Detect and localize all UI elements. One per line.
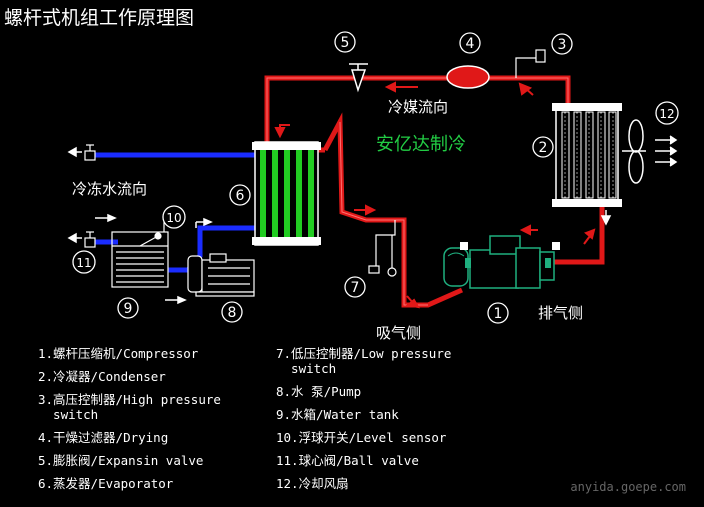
svg-text:8: 8 xyxy=(228,305,237,321)
legend-item: 9.水箱/Water tank xyxy=(276,407,399,422)
low-pressure-switch xyxy=(368,220,397,277)
legend-left: 1.螺杆压缩机/Compressor 2.冷凝器/Condenser 3.高压控… xyxy=(38,346,221,491)
marker-group: 1 2 3 4 5 6 7 8 9 10 11 12 xyxy=(72,31,679,324)
page-title: 螺杆式机组工作原理图 xyxy=(4,7,195,29)
water-tank xyxy=(111,231,169,288)
pipe-discharge xyxy=(552,205,605,265)
marker-2: 2 xyxy=(532,136,554,158)
marker-1: 1 xyxy=(487,302,509,324)
marker-5: 5 xyxy=(334,31,356,53)
condenser xyxy=(552,103,622,207)
svg-text:4: 4 xyxy=(466,36,475,52)
ball-valve xyxy=(84,231,96,248)
svg-text:10: 10 xyxy=(166,211,181,225)
marker-11: 11 xyxy=(72,250,96,274)
marker-12: 12 xyxy=(655,101,679,125)
evaporator xyxy=(252,141,321,246)
legend-right: 7.低压控制器/Low pressure switch 8.水 泵/Pump 9… xyxy=(276,346,451,491)
marker-3: 3 xyxy=(551,33,573,55)
water-pump xyxy=(187,253,255,297)
high-pressure-switch xyxy=(515,49,546,78)
screw-compressor xyxy=(443,235,560,289)
svg-text:7: 7 xyxy=(351,280,360,296)
legend-item: 6.蒸发器/Evaporator xyxy=(38,476,174,491)
legend-item: 1.螺杆压缩机/Compressor xyxy=(38,346,199,361)
legend-item: 4.干燥过滤器/Drying xyxy=(38,430,169,445)
svg-text:11: 11 xyxy=(76,256,91,270)
legend-item: switch xyxy=(38,407,99,422)
svg-text:12: 12 xyxy=(659,107,674,121)
marker-8: 8 xyxy=(221,301,243,323)
svg-text:5: 5 xyxy=(341,35,350,51)
marker-9: 9 xyxy=(117,297,139,319)
legend-item: 8.水 泵/Pump xyxy=(276,384,362,399)
legend-item: 12.冷却风扇 xyxy=(276,476,349,491)
marker-7: 7 xyxy=(344,276,366,298)
legend-item: 5.膨胀阀/Expansin valve xyxy=(38,453,204,468)
svg-text:6: 6 xyxy=(236,188,245,204)
svg-text:1: 1 xyxy=(494,306,503,322)
svg-text:2: 2 xyxy=(539,140,548,156)
legend-item: 2.冷凝器/Condenser xyxy=(38,369,166,384)
svg-text:3: 3 xyxy=(558,37,567,53)
legend-item: 3.高压控制器/High pressure xyxy=(38,392,221,407)
cooling-fan xyxy=(622,119,678,184)
marker-6: 6 xyxy=(229,184,251,206)
legend-item: 10.浮球开关/Level sensor xyxy=(276,430,447,445)
legend-item: 11.球心阀/Ball valve xyxy=(276,453,419,468)
discharge-side-label: 排气侧 xyxy=(538,304,584,322)
drying-filter xyxy=(446,65,490,89)
legend-item: switch xyxy=(276,361,337,376)
brand-label: 安亿达制冷 xyxy=(376,134,466,155)
chilled-water-flow-label: 冷冻水流向 xyxy=(72,180,148,198)
outlet-valve xyxy=(84,144,96,161)
watermark: anyida.goepe.com xyxy=(570,480,686,494)
svg-text:9: 9 xyxy=(124,301,133,317)
flow-arrows xyxy=(67,81,612,309)
expansion-valve xyxy=(349,63,368,93)
marker-10: 10 xyxy=(162,205,186,229)
refrigerant-flow-label: 冷媒流向 xyxy=(388,98,449,116)
suction-side-label: 吸气侧 xyxy=(376,324,422,342)
marker-4: 4 xyxy=(459,32,481,54)
legend-item: 7.低压控制器/Low pressure xyxy=(276,346,452,361)
level-sensor xyxy=(139,222,165,247)
